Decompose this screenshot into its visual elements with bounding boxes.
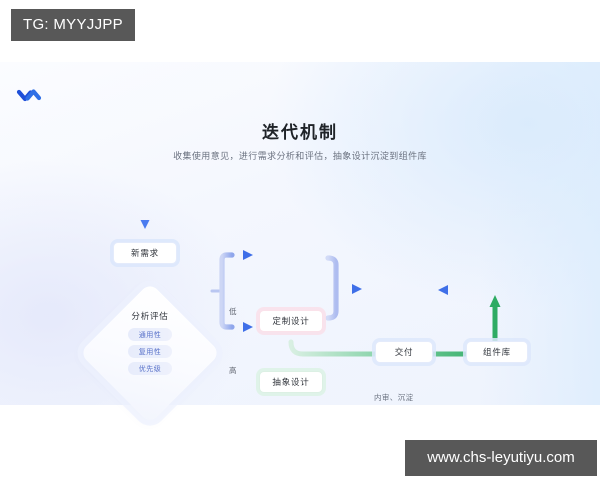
criteria-pill-generality[interactable]: 通用性 <box>128 328 172 341</box>
criteria-pill-priority[interactable]: 优先级 <box>128 362 172 375</box>
branch-label-high: 高 <box>229 366 237 375</box>
analysis-title: 分析评估 <box>131 311 169 321</box>
node-analysis-evaluation[interactable]: 分析评估 通用性 复用性 优先级 <box>79 282 221 424</box>
criteria-pill-reusability[interactable]: 复用性 <box>128 345 172 358</box>
page-subtitle: 收集使用意见，进行需求分析和评估，抽象设计沉淀到组件库 <box>173 151 427 161</box>
top-watermark-badge: TG: MYYJJPP <box>11 9 135 41</box>
diamond-content: 分析评估 通用性 复用性 优先级 <box>89 292 211 414</box>
branch-label-low: 低 <box>229 307 237 316</box>
node-custom-design[interactable]: 定制设计 <box>259 310 323 332</box>
site-watermark-badge: www.chs-leyutiyu.com <box>405 440 597 476</box>
brand-logo-icon <box>16 86 44 106</box>
node-new-requirement[interactable]: 新需求 <box>113 242 177 264</box>
page-title: 迭代机制 <box>262 123 338 142</box>
node-component-library[interactable]: 组件库 <box>466 341 528 363</box>
node-abstract-design[interactable]: 抽象设计 <box>259 371 323 393</box>
return-path-label: 内审、沉淀 <box>374 393 414 402</box>
flowchart: 新需求 定制设计 抽象设计 交付 组件库 分析评估 通用性 复用性 优先级 低 … <box>0 62 600 424</box>
node-delivery[interactable]: 交付 <box>375 341 433 363</box>
